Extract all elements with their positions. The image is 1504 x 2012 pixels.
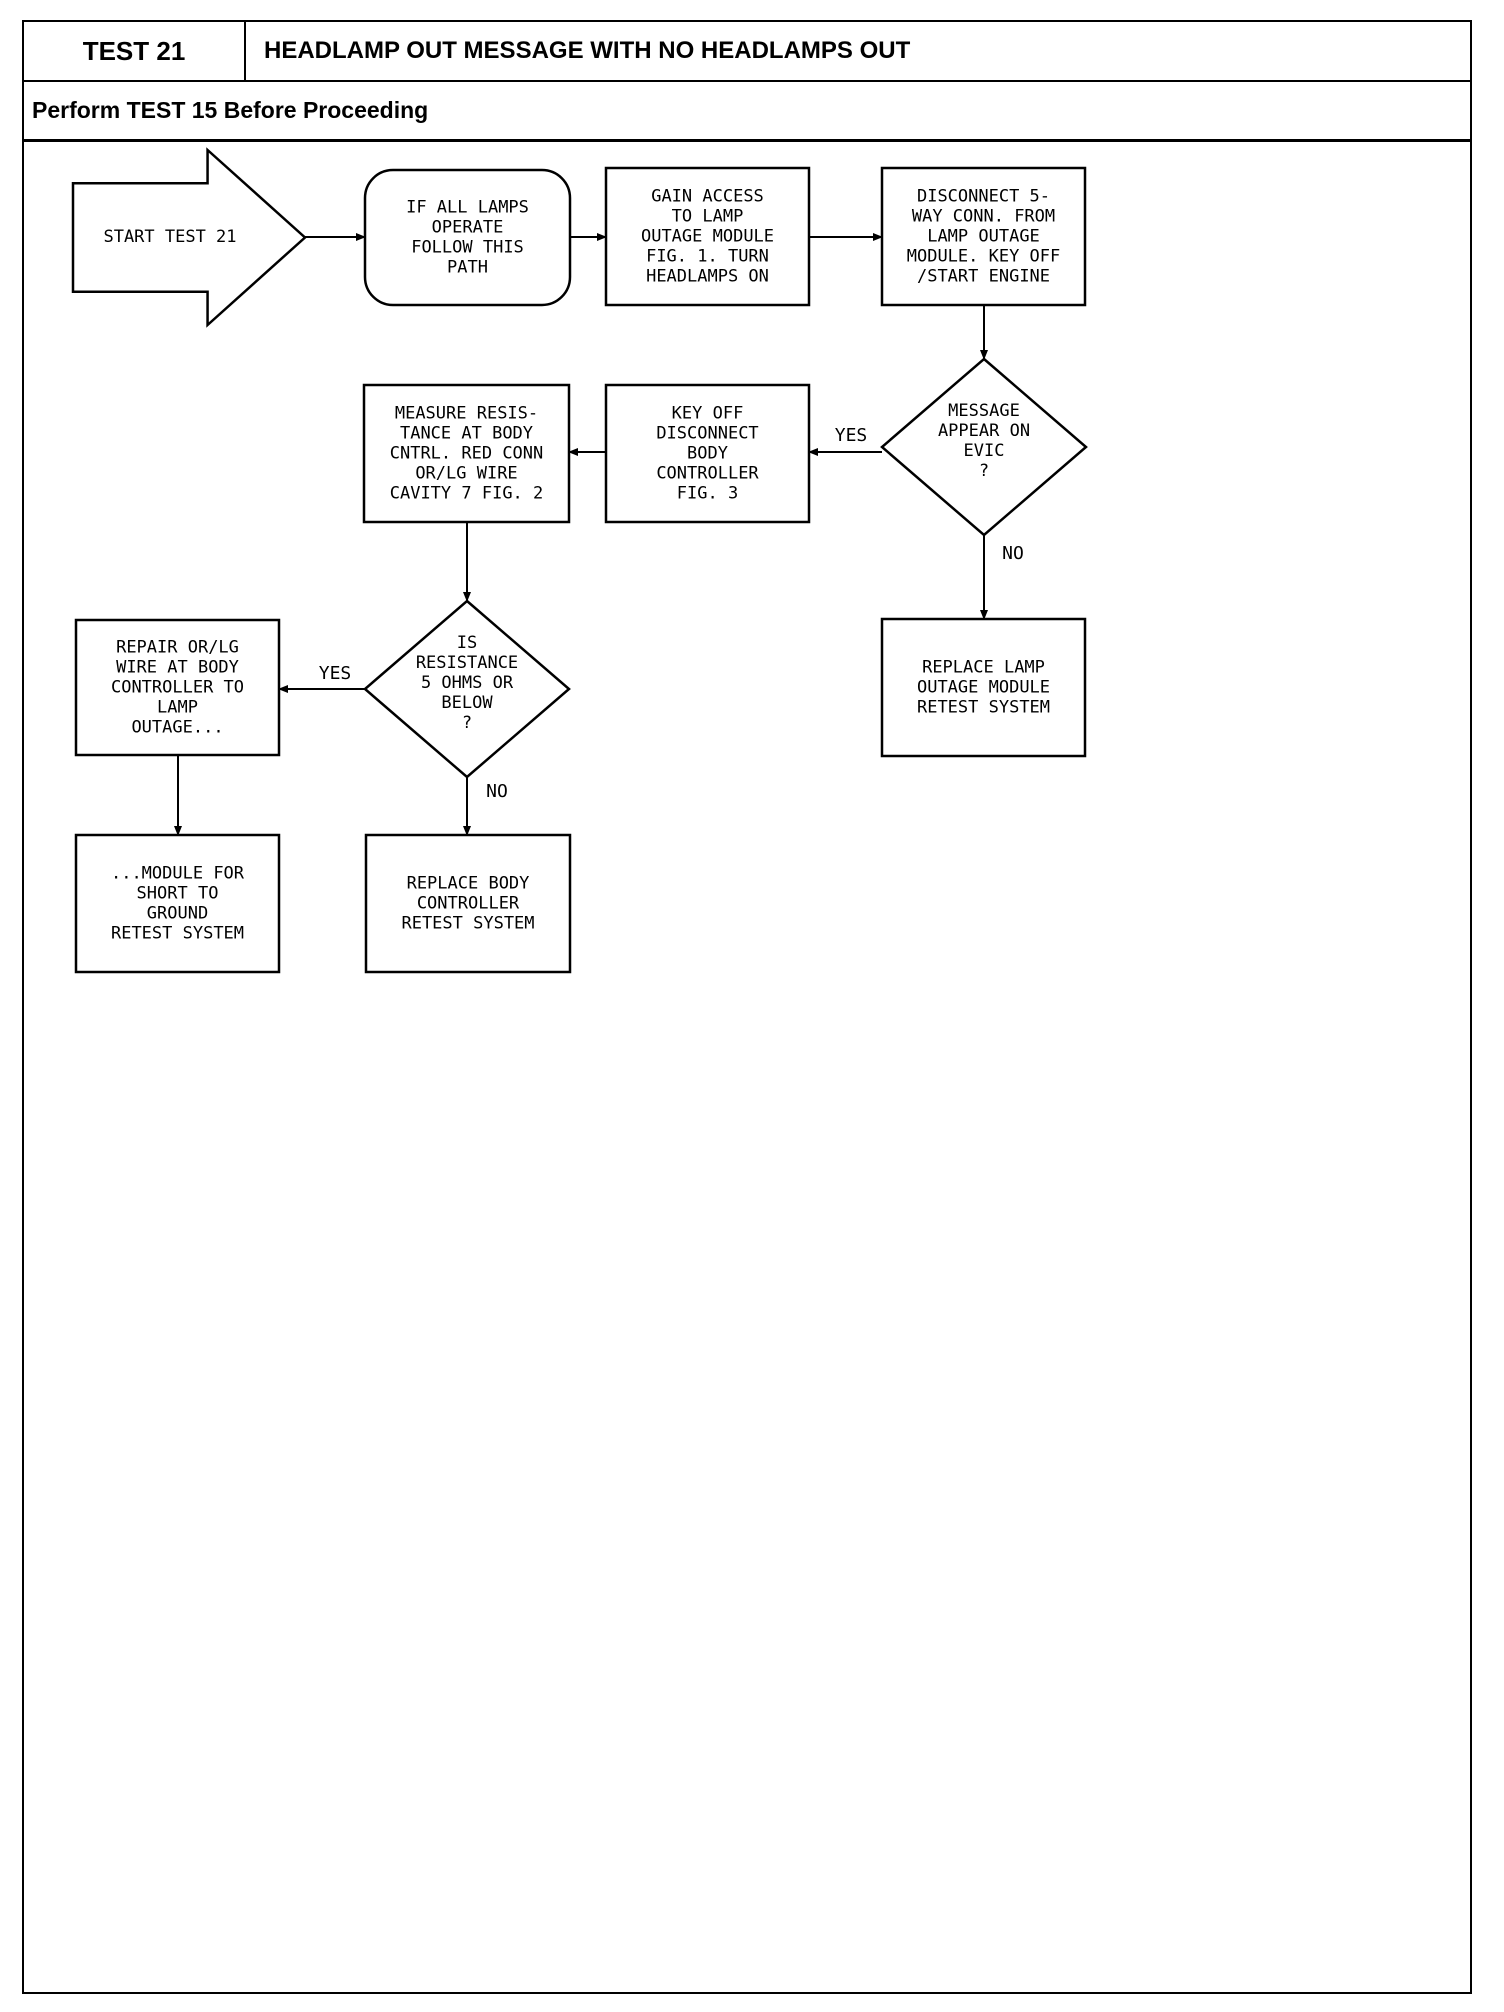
node-is-resistance-line: ? [462, 713, 472, 733]
node-key-off-line: KEY OFF [672, 404, 744, 424]
flowchart-edge-labels: YES NO YES NO [319, 425, 1024, 802]
page-frame: TEST 21 HEADLAMP OUT MESSAGE WITH NO HEA… [22, 20, 1472, 1994]
node-key-off-line: CONTROLLER [656, 464, 759, 484]
prerequisite-bar: Perform TEST 15 Before Proceeding [24, 82, 1470, 142]
node-disconnect-5way-line: /START ENGINE [917, 267, 1050, 287]
node-replace-body-controller-shape [364, 833, 572, 974]
node-message-appear-line: EVIC [964, 441, 1005, 461]
node-key-off-line: BODY [687, 444, 728, 464]
edge-label-yes: YES [319, 663, 352, 684]
node-gain-access-line: HEADLAMPS ON [646, 267, 769, 287]
node-repair-wire-shape [74, 618, 281, 757]
node-replace-body-controller-line: REPLACE BODY [407, 874, 530, 894]
node-measure-resistance-line: CAVITY 7 FIG. 2 [390, 484, 544, 504]
edge-label-no: NO [1002, 543, 1024, 564]
node-gain-access-line: GAIN ACCESS [651, 187, 764, 207]
flowchart-connectors [174, 233, 988, 836]
node-if-all-lamps-shape [363, 168, 572, 307]
node-key-off-shape [604, 383, 811, 524]
node-replace-body-controller-line: RETEST SYSTEM [401, 914, 534, 934]
test-title: HEADLAMP OUT MESSAGE WITH NO HEADLAMPS O… [264, 37, 911, 64]
node-disconnect-5way-shape [880, 166, 1087, 307]
node-key-off-line: FIG. 3 [677, 484, 738, 504]
node-module-short-line: GROUND [147, 904, 208, 924]
node-disconnect-5way-line: LAMP OUTAGE [927, 227, 1040, 247]
node-measure-resistance-line: CNTRL. RED CONN [390, 444, 544, 464]
node-is-resistance-line: IS [457, 633, 477, 653]
node-module-short-line: RETEST SYSTEM [111, 924, 244, 944]
node-repair-wire-line: REPAIR OR/LG [116, 638, 239, 658]
node-disconnect-5way-line: DISCONNECT 5- [917, 187, 1050, 207]
node-is-resistance-line: BELOW [441, 693, 493, 713]
node-replace-lamp-outage-line: RETEST SYSTEM [917, 698, 1050, 718]
prerequisite-text: Perform TEST 15 Before Proceeding [32, 97, 429, 123]
node-gain-access-line: OUTAGE MODULE [641, 227, 774, 247]
node-start: START TEST 21 [71, 147, 307, 328]
node-measure-resistance-shape [362, 383, 571, 524]
edge-label-no: NO [486, 781, 508, 802]
node-key-off-line: DISCONNECT [656, 424, 758, 444]
node-if-all-lamps-line: FOLLOW THIS [411, 238, 524, 258]
node-measure-resistance-line: OR/LG WIRE [415, 464, 517, 484]
node-message-appear-line: APPEAR ON [938, 421, 1030, 441]
node-is-resistance-line: 5 OHMS OR [421, 673, 514, 693]
node-replace-lamp-outage-line: REPLACE LAMP [922, 658, 1045, 678]
node-disconnect-5way-line: MODULE. KEY OFF [907, 247, 1061, 267]
node-repair-wire-line: OUTAGE... [131, 718, 223, 738]
node-repair-wire-line: CONTROLLER TO [111, 678, 244, 698]
test-id: TEST 21 [24, 22, 246, 80]
edge-label-yes: YES [835, 425, 868, 446]
node-disconnect-5way-line: WAY CONN. FROM [912, 207, 1055, 227]
node-start-shape [71, 147, 307, 328]
node-measure-resistance-line: TANCE AT BODY [400, 424, 533, 444]
node-replace-body-controller-line: CONTROLLER [417, 894, 520, 914]
node-module-short-line: SHORT TO [137, 884, 219, 904]
node-measure-resistance-line: MEASURE RESIS- [395, 404, 538, 424]
node-replace-lamp-outage-line: OUTAGE MODULE [917, 678, 1050, 698]
node-message-appear-shape [880, 357, 1088, 537]
node-repair-wire-line: WIRE AT BODY [116, 658, 239, 678]
node-message-appear-line: MESSAGE [948, 401, 1020, 421]
node-if-all-lamps-line: PATH [447, 258, 488, 278]
node-module-short-line: ...MODULE FOR [111, 864, 245, 884]
node-message-appear-line: ? [979, 461, 989, 481]
test-header: TEST 21 HEADLAMP OUT MESSAGE WITH NO HEA… [24, 22, 1470, 82]
node-if-all-lamps-line: OPERATE [432, 218, 504, 238]
node-gain-access-line: TO LAMP [672, 207, 744, 227]
node-gain-access-shape [604, 166, 811, 307]
node-is-resistance-line: RESISTANCE [416, 653, 518, 673]
node-start-line: START TEST 21 [103, 227, 236, 247]
node-module-short-shape [74, 833, 281, 974]
node-gain-access-line: FIG. 1. TURN [646, 247, 769, 267]
node-repair-wire-line: LAMP [157, 698, 198, 718]
node-is-resistance-shape [363, 599, 571, 779]
node-if-all-lamps-line: IF ALL LAMPS [406, 198, 529, 218]
node-replace-lamp-outage-shape [880, 617, 1087, 758]
